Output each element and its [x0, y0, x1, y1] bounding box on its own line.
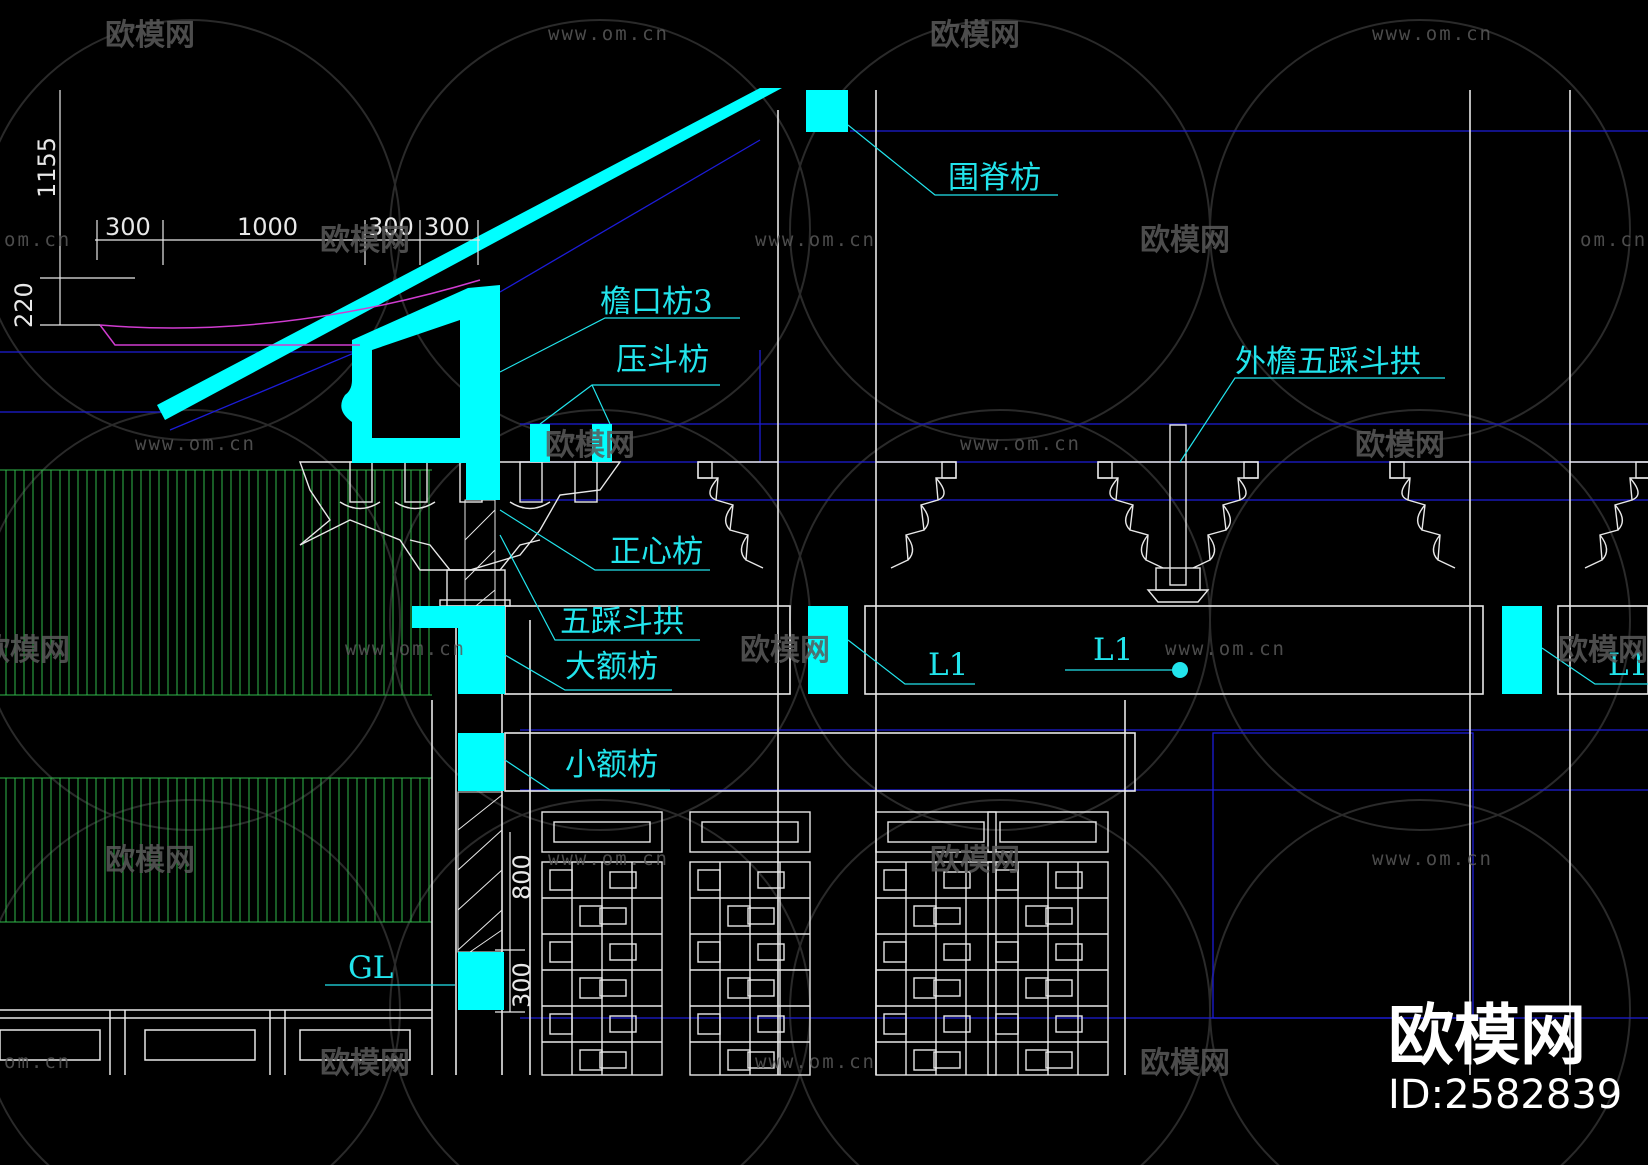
label-weiji-fang: 围脊枋 [948, 160, 1041, 196]
watermark-brand: 欧模网 [0, 633, 70, 668]
cyan-structural-members [157, 88, 1542, 1010]
watermark-site: www.om.cn [135, 433, 256, 455]
dimension-labels: 1155 220 300 1000 300 300 800 300 [10, 137, 536, 1008]
watermark-site-short: om.cn [4, 229, 71, 251]
label-zhengxin-fang: 正心枋 [610, 534, 703, 570]
label-l1-c: L1 [1608, 647, 1648, 683]
watermark-site: www.om.cn [548, 848, 669, 870]
watermark-brand: 欧模网 [105, 843, 195, 878]
dim-300-c: 300 [424, 213, 470, 241]
watermark-site: www.om.cn [1372, 848, 1493, 870]
l1-marker-dot [1172, 662, 1188, 678]
watermarks: 欧模网 www.om.cn 欧模网 www.om.cn om.cn 欧模网 ww… [0, 18, 1648, 1081]
watermark-site-short: om.cn [4, 1051, 71, 1073]
watermark-site-short: om.cn [1580, 229, 1647, 251]
watermark-brand: 欧模网 [740, 633, 830, 668]
eave-curve [99, 279, 481, 346]
brand-id-text: ID:2582839 [1388, 1072, 1622, 1118]
label-dae-fang: 大额枋 [565, 649, 658, 685]
weiji-fang-block [806, 90, 848, 132]
watermark-brand: 欧模网 [1355, 428, 1445, 463]
watermark-brand: 欧模网 [930, 18, 1020, 53]
dim-300-b: 300 [368, 213, 414, 241]
leader-lines [325, 124, 1648, 986]
watermark-site: www.om.cn [960, 433, 1081, 455]
label-yadou-fang: 压斗枋 [616, 342, 709, 378]
watermark-brand: 欧模网 [105, 18, 195, 53]
label-yankou-fang: 檐口枋3 [600, 284, 713, 320]
label-l1-b: L1 [1093, 632, 1133, 668]
watermark-brand: 欧模网 [1140, 1046, 1230, 1081]
watermark-brand: 欧模网 [930, 843, 1020, 878]
blue-reference-lines [0, 130, 1648, 1019]
watermark-site: www.om.cn [1165, 638, 1286, 660]
base-panels [0, 1009, 432, 1075]
dimension-lines [40, 90, 525, 1013]
left-wall-hatching [0, 469, 432, 923]
watermark-brand: 欧模网 [545, 428, 635, 463]
label-xiaoe-fang: 小额枋 [565, 747, 658, 783]
lattice-doors [541, 811, 1109, 1076]
watermark-site: www.om.cn [548, 23, 669, 45]
dim-220: 220 [10, 282, 38, 328]
watermark-site: www.om.cn [345, 638, 466, 660]
brand-logo-text: 欧模网 [1388, 997, 1586, 1074]
dougong-brackets [697, 424, 1648, 603]
label-gl: GL [348, 950, 393, 986]
watermark-brand: 欧模网 [320, 1046, 410, 1081]
dim-1155: 1155 [33, 137, 61, 198]
dim-1000: 1000 [237, 213, 298, 241]
label-l1-a: L1 [928, 647, 968, 683]
watermark-site: www.om.cn [1372, 23, 1493, 45]
brand-logo: 欧模网 ID:2582839 [1388, 997, 1622, 1118]
label-waiyan-dougong: 外檐五踩斗拱 [1235, 344, 1421, 380]
watermark-brand: 欧模网 [320, 223, 410, 258]
dim-300-d: 300 [508, 962, 536, 1008]
watermark-brand: 欧模网 [1558, 633, 1648, 668]
watermark-site: www.om.cn [755, 229, 876, 251]
watermark-site: www.om.cn [755, 1051, 876, 1073]
watermark-brand: 欧模网 [1140, 223, 1230, 258]
label-wucai-dougong: 五踩斗拱 [560, 604, 684, 640]
member-labels: 围脊枋 檐口枋3 压斗枋 外檐五踩斗拱 正心枋 五踩斗拱 大额枋 小额枋 L1 … [348, 160, 1648, 986]
dim-300-a: 300 [105, 213, 151, 241]
dim-800: 800 [508, 854, 536, 900]
